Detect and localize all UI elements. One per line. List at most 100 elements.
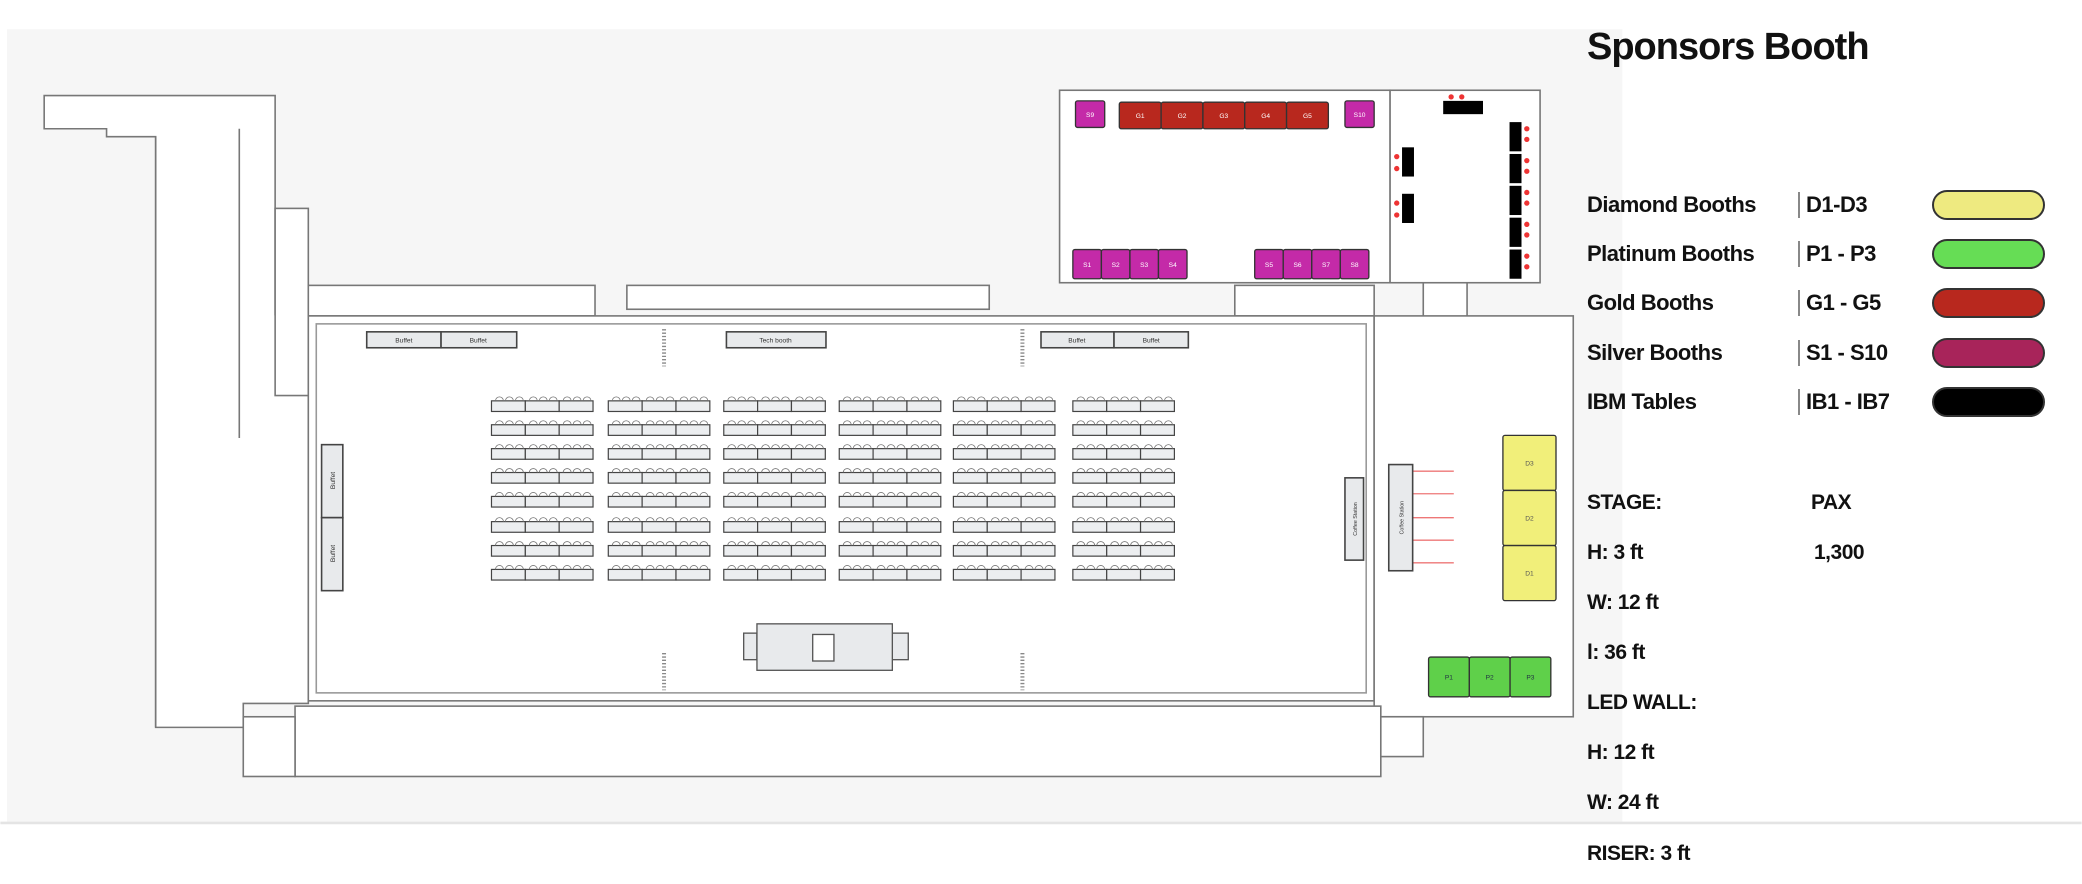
- buffet-label: Buffet: [395, 337, 412, 344]
- table: [952, 568, 988, 581]
- platinum-booth: P2: [1468, 656, 1511, 698]
- table: [1106, 521, 1142, 533]
- chair: [621, 468, 631, 473]
- chair: [1010, 541, 1020, 546]
- chair: [805, 468, 814, 473]
- chair: [805, 541, 814, 546]
- seating-row: [952, 420, 1056, 436]
- chair: [896, 541, 906, 546]
- chair: [689, 420, 699, 425]
- table: [607, 521, 643, 533]
- seating-row: [490, 420, 594, 436]
- chair: [896, 492, 906, 497]
- riser-height: RISER: 3 ft: [1587, 842, 1691, 865]
- diamond-booth: D2: [1502, 489, 1557, 547]
- chair: [689, 541, 699, 546]
- table: [986, 400, 1022, 413]
- chair: [562, 541, 572, 546]
- table: [986, 448, 1022, 460]
- chair: [1024, 420, 1034, 425]
- chair: [538, 492, 548, 497]
- chair: [582, 444, 592, 449]
- chair: [1086, 396, 1096, 401]
- legend-swatch-ibm: [1932, 387, 2045, 417]
- table: [790, 471, 826, 484]
- chair: [956, 492, 966, 497]
- chair: [514, 396, 524, 401]
- legend-swatch-platinum: [1932, 239, 2045, 269]
- coffee-station-label: Coffee Station: [1399, 501, 1405, 535]
- chair: [930, 468, 940, 473]
- silver-booth: S6: [1282, 248, 1313, 280]
- table: [675, 544, 711, 557]
- silver-booth-label: S5: [1265, 262, 1273, 269]
- chair: [771, 396, 780, 401]
- table: [1072, 544, 1108, 557]
- table: [490, 568, 526, 581]
- chair: [862, 444, 872, 449]
- seating-row: [490, 517, 594, 533]
- chair: [966, 492, 976, 497]
- table: [641, 424, 677, 436]
- chair: [842, 420, 852, 425]
- chair: [896, 565, 906, 570]
- chair: [631, 468, 641, 473]
- chair: [1120, 444, 1130, 449]
- silver-booth-label: S7: [1322, 262, 1330, 269]
- chair: [1044, 517, 1054, 522]
- chair: [737, 492, 747, 497]
- table: [986, 568, 1022, 581]
- table: [723, 495, 759, 508]
- table: [1106, 400, 1142, 413]
- table: [1020, 568, 1056, 581]
- table: [1072, 568, 1108, 581]
- chair: [727, 565, 737, 570]
- chair: [1144, 420, 1153, 425]
- table: [952, 521, 988, 533]
- chair: [1130, 565, 1139, 570]
- chair: [886, 541, 896, 546]
- chair: [805, 444, 814, 449]
- chair: [538, 565, 548, 570]
- seating-row: [952, 541, 1056, 557]
- table: [558, 568, 594, 581]
- table: [1106, 471, 1142, 484]
- silver-booth-label: S6: [1293, 262, 1301, 269]
- buffet-label: Buffet: [1068, 337, 1085, 344]
- chair: [562, 444, 572, 449]
- chair: [876, 517, 886, 522]
- chair: [1164, 444, 1173, 449]
- chair: [1000, 517, 1010, 522]
- chair: [1120, 396, 1130, 401]
- ibm-table: [1509, 185, 1522, 216]
- chair: [1164, 517, 1173, 522]
- seating-row: [607, 420, 711, 436]
- gold-booth-label: G1: [1136, 113, 1145, 120]
- chair: [852, 420, 862, 425]
- chair: [1110, 541, 1120, 546]
- chair: [795, 541, 804, 546]
- chair: [956, 396, 966, 401]
- table: [872, 448, 908, 460]
- table: [1106, 424, 1142, 436]
- chair: [761, 541, 770, 546]
- chair: [1076, 444, 1086, 449]
- chair: [1096, 492, 1106, 497]
- table: [558, 448, 594, 460]
- chair: [1144, 396, 1153, 401]
- coffee-lines: [1412, 470, 1454, 564]
- ibm-table: [1509, 249, 1522, 279]
- chair: [655, 541, 665, 546]
- chair: [1096, 541, 1106, 546]
- chair: [795, 396, 804, 401]
- chair: [761, 517, 770, 522]
- chair: [1086, 420, 1096, 425]
- platinum-booth: P1: [1427, 656, 1470, 698]
- chair: [1076, 420, 1086, 425]
- chair: [645, 541, 655, 546]
- chair: [505, 420, 514, 425]
- table: [906, 568, 942, 581]
- chair: [679, 444, 689, 449]
- chair: [495, 517, 504, 522]
- chair: [896, 444, 906, 449]
